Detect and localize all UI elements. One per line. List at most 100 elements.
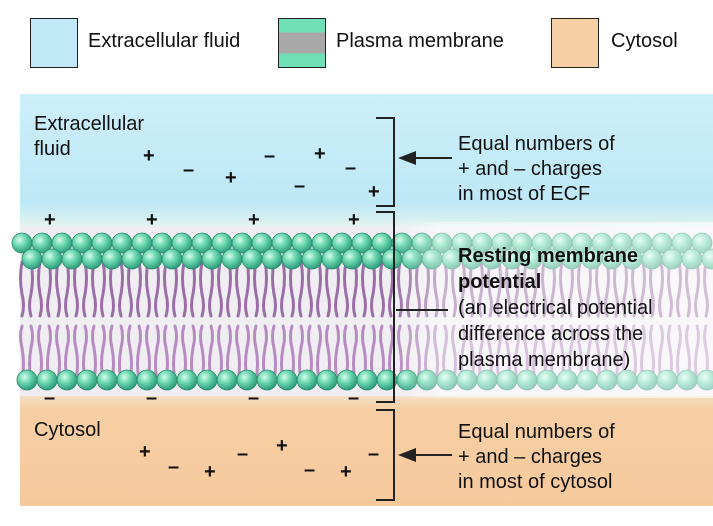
charge-plus: +	[204, 461, 216, 483]
charge-plus: +	[276, 435, 288, 457]
lipid-tail	[208, 260, 214, 318]
charge-minus: –	[168, 456, 180, 478]
lipid-tail	[352, 260, 358, 318]
charge-plus: +	[248, 209, 260, 231]
phospholipid-head	[316, 369, 338, 391]
lipid-tail	[172, 324, 178, 382]
lipid-tail	[73, 260, 79, 318]
phospholipid-head	[121, 248, 143, 270]
phospholipid-head	[76, 369, 98, 391]
charge-minus: –	[304, 459, 316, 481]
lipid-tail	[370, 324, 376, 382]
charge-minus: –	[345, 157, 357, 179]
bracket-cytosol	[376, 409, 395, 501]
legend-swatch-extracellular-fluid	[30, 18, 78, 68]
lipid-tail	[145, 260, 151, 318]
lipid-tail	[163, 260, 169, 318]
charge-minus: –	[146, 387, 158, 409]
annotation-ecf-line1: Equal numbers of	[458, 133, 615, 155]
charge-plus: +	[146, 209, 158, 231]
annotation-membrane-title-line2: potential	[458, 271, 542, 293]
phospholipid-head	[341, 248, 363, 270]
annotation-membrane-title-line1: Resting membrane	[458, 245, 639, 267]
charge-minus: –	[368, 443, 380, 465]
lipid-tail	[271, 260, 277, 318]
phospholipid-head	[141, 248, 163, 270]
phospholipid-head	[221, 248, 243, 270]
phospholipid-head	[216, 369, 238, 391]
phospholipid-head	[296, 369, 318, 391]
lipid-tail	[235, 260, 241, 318]
charge-plus: +	[348, 209, 360, 231]
charge-minus: –	[44, 387, 56, 409]
lipid-tail	[307, 260, 313, 318]
lipid-tail	[199, 260, 205, 318]
lipid-tail	[136, 260, 142, 318]
lipid-tail	[289, 324, 295, 382]
phospholipid-head	[41, 248, 63, 270]
lipid-tail	[37, 260, 43, 318]
lipid-tail	[91, 324, 97, 382]
phospholipid-head	[261, 248, 283, 270]
lipid-tail	[289, 260, 295, 318]
lipid-tail	[181, 260, 187, 318]
arrow-ecf	[398, 151, 452, 165]
charge-minus: –	[248, 387, 260, 409]
annotation-cytosol-line1: Equal numbers of	[458, 421, 615, 443]
lipid-tail	[109, 260, 115, 318]
charge-plus: +	[368, 181, 380, 203]
label-cytosol: Cytosol	[34, 419, 101, 441]
charge-minus: –	[264, 145, 276, 167]
lipid-tail	[262, 260, 268, 318]
legend-swatch-cytosol	[551, 18, 599, 68]
phospholipid-head	[181, 248, 203, 270]
lipid-tail	[127, 260, 133, 318]
lipid-tail	[280, 324, 286, 382]
lipid-tail	[316, 324, 322, 382]
annotation-cytosol-line3: in most of cytosol	[458, 471, 613, 493]
lipid-tail	[118, 260, 124, 318]
lipid-tail	[64, 260, 70, 318]
charge-plus: +	[314, 143, 326, 165]
lipid-tail	[334, 260, 340, 318]
phospholipid-head	[321, 248, 343, 270]
bracket-membrane	[376, 211, 395, 403]
charge-plus: +	[44, 209, 56, 231]
legend: Extracellular fluid Plasma membrane Cyto…	[0, 18, 713, 72]
phospholipid-head	[361, 248, 383, 270]
lipid-tail	[190, 324, 196, 382]
phospholipid-head	[256, 369, 278, 391]
lipid-tail	[298, 260, 304, 318]
bracket-ecf	[376, 117, 395, 207]
annotation-ecf-line2: + and – charges	[458, 158, 602, 180]
annotation-ecf-line3: in most of ECF	[458, 183, 591, 205]
charge-minus: –	[237, 443, 249, 465]
lipid-tail	[235, 324, 241, 382]
lipid-tail	[154, 324, 160, 382]
phospholipid-head	[201, 248, 223, 270]
lipid-tail	[280, 260, 286, 318]
charge-minus: –	[348, 387, 360, 409]
lipid-tail	[217, 260, 223, 318]
phospholipid-head	[101, 248, 123, 270]
lipid-tail	[226, 260, 232, 318]
phospholipid-head	[276, 369, 298, 391]
charge-minus: –	[294, 175, 306, 197]
label-extracellular-fluid-line1: Extracellular	[34, 113, 145, 135]
lipid-tail	[28, 260, 34, 318]
lipid-tail	[271, 324, 277, 382]
phospholipid-head	[301, 248, 323, 270]
charge-minus: –	[183, 159, 195, 181]
phospholipid-head	[116, 369, 138, 391]
lipid-tail	[100, 324, 106, 382]
annotation-membrane-desc-line1: (an electrical potential	[458, 297, 653, 319]
phospholipid-head	[96, 369, 118, 391]
label-extracellular-fluid-line2: fluid	[34, 138, 71, 160]
phospholipid-head	[196, 369, 218, 391]
phospholipid-head	[241, 248, 263, 270]
phospholipid-head	[21, 248, 43, 270]
legend-label-cytosol: Cytosol	[611, 30, 678, 52]
lipid-tail	[334, 324, 340, 382]
phospholipid-head	[156, 369, 178, 391]
